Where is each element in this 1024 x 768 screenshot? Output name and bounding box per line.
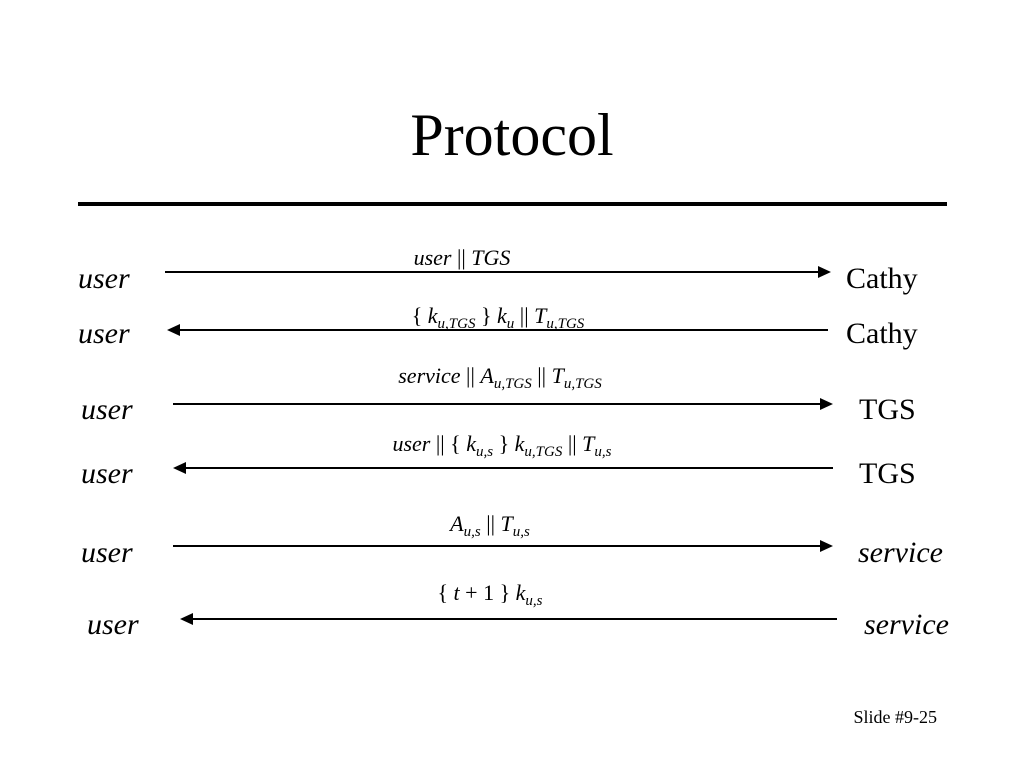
row-1-arrow bbox=[165, 266, 831, 278]
row-6-arrow bbox=[180, 613, 837, 625]
arrowhead-right-icon bbox=[820, 398, 833, 410]
row-6-message: { t + 1 } ku,s bbox=[437, 580, 543, 609]
row-1-message: user || TGS bbox=[414, 245, 511, 271]
row-4-left-party: user bbox=[81, 457, 133, 490]
message-6-part-1: { bbox=[437, 580, 454, 605]
message-2-part-8: T bbox=[534, 303, 547, 328]
message-6-part-3: + 1 } bbox=[459, 580, 516, 605]
arrow-shaft bbox=[192, 618, 837, 620]
message-5-part-4: T bbox=[500, 511, 513, 536]
slide-number: Slide #9-25 bbox=[853, 707, 938, 727]
message-4-part-5: } bbox=[493, 431, 515, 456]
slide-title: Protocol bbox=[410, 102, 614, 168]
message-3-part-7: u,TGS bbox=[563, 376, 602, 392]
row-2-arrow bbox=[167, 324, 828, 336]
message-4-part-6: k bbox=[514, 431, 525, 456]
message-2-part-6: u bbox=[506, 316, 515, 332]
row-1-left-party: user bbox=[78, 262, 130, 295]
message-3-part-3: A bbox=[480, 363, 494, 388]
row-1-right-party: Cathy bbox=[846, 262, 918, 295]
arrowhead-left-icon bbox=[180, 613, 193, 625]
row-3-right-party: TGS bbox=[859, 393, 916, 426]
message-6-part-4: k bbox=[515, 580, 526, 605]
arrow-shaft bbox=[173, 545, 821, 547]
arrow-shaft bbox=[173, 403, 821, 405]
message-5-part-3: || bbox=[480, 511, 501, 536]
message-4-part-2: || { bbox=[430, 431, 467, 456]
message-4-part-1: user bbox=[392, 431, 431, 456]
row-4-right-party: TGS bbox=[859, 457, 916, 490]
row-2-message: { ku,TGS } ku || Tu,TGS bbox=[411, 303, 585, 332]
message-3-part-5: || bbox=[531, 363, 552, 388]
message-2-part-2: k bbox=[427, 303, 438, 328]
message-4-part-4: u,s bbox=[476, 444, 494, 460]
message-4-part-9: T bbox=[582, 431, 595, 456]
message-5-part-1: A bbox=[450, 511, 464, 536]
row-5-right-party: service bbox=[858, 536, 943, 569]
message-5-part-5: u,s bbox=[512, 524, 530, 540]
title-underline bbox=[78, 202, 947, 206]
message-2-part-7: || bbox=[514, 303, 535, 328]
row-3-arrow bbox=[173, 398, 833, 410]
message-3-part-1: service bbox=[398, 363, 461, 388]
arrow-shaft bbox=[185, 467, 833, 469]
row-5-left-party: user bbox=[81, 536, 133, 569]
message-2-part-1: { bbox=[411, 303, 428, 328]
row-5-arrow bbox=[173, 540, 833, 552]
message-2-part-4: } bbox=[475, 303, 498, 328]
message-4-part-3: k bbox=[466, 431, 477, 456]
message-1-part-2: || bbox=[451, 245, 472, 270]
arrowhead-left-icon bbox=[167, 324, 180, 336]
arrowhead-right-icon bbox=[818, 266, 831, 278]
message-3-part-2: || bbox=[460, 363, 481, 388]
arrow-shaft bbox=[165, 271, 819, 273]
message-5-part-2: u,s bbox=[463, 524, 481, 540]
arrow-shaft bbox=[179, 329, 828, 331]
message-2-part-3: u,TGS bbox=[437, 316, 476, 332]
row-3-left-party: user bbox=[81, 393, 133, 426]
message-6-part-5: u,s bbox=[525, 593, 543, 609]
message-2-part-5: k bbox=[497, 303, 507, 328]
row-6-right-party: service bbox=[864, 608, 949, 641]
message-4-part-7: u,TGS bbox=[524, 444, 563, 460]
row-2-right-party: Cathy bbox=[846, 317, 918, 350]
message-3-part-4: u,TGS bbox=[493, 376, 532, 392]
row-2-left-party: user bbox=[78, 317, 130, 350]
message-6-part-2: t bbox=[453, 580, 460, 605]
message-2-part-9: u,TGS bbox=[546, 316, 585, 332]
message-4-part-10: u,s bbox=[594, 444, 612, 460]
message-1-part-3: TGS bbox=[471, 245, 511, 270]
arrowhead-right-icon bbox=[820, 540, 833, 552]
arrowhead-left-icon bbox=[173, 462, 186, 474]
message-3-part-6: T bbox=[551, 363, 564, 388]
row-4-message: user || { ku,s } ku,TGS || Tu,s bbox=[392, 431, 612, 460]
message-4-part-8: || bbox=[562, 431, 583, 456]
row-4-arrow bbox=[173, 462, 833, 474]
row-3-message: service || Au,TGS || Tu,TGS bbox=[398, 363, 602, 392]
message-1-part-1: user bbox=[413, 245, 452, 270]
row-5-message: Au,s || Tu,s bbox=[450, 511, 530, 540]
row-6-left-party: user bbox=[87, 608, 139, 641]
